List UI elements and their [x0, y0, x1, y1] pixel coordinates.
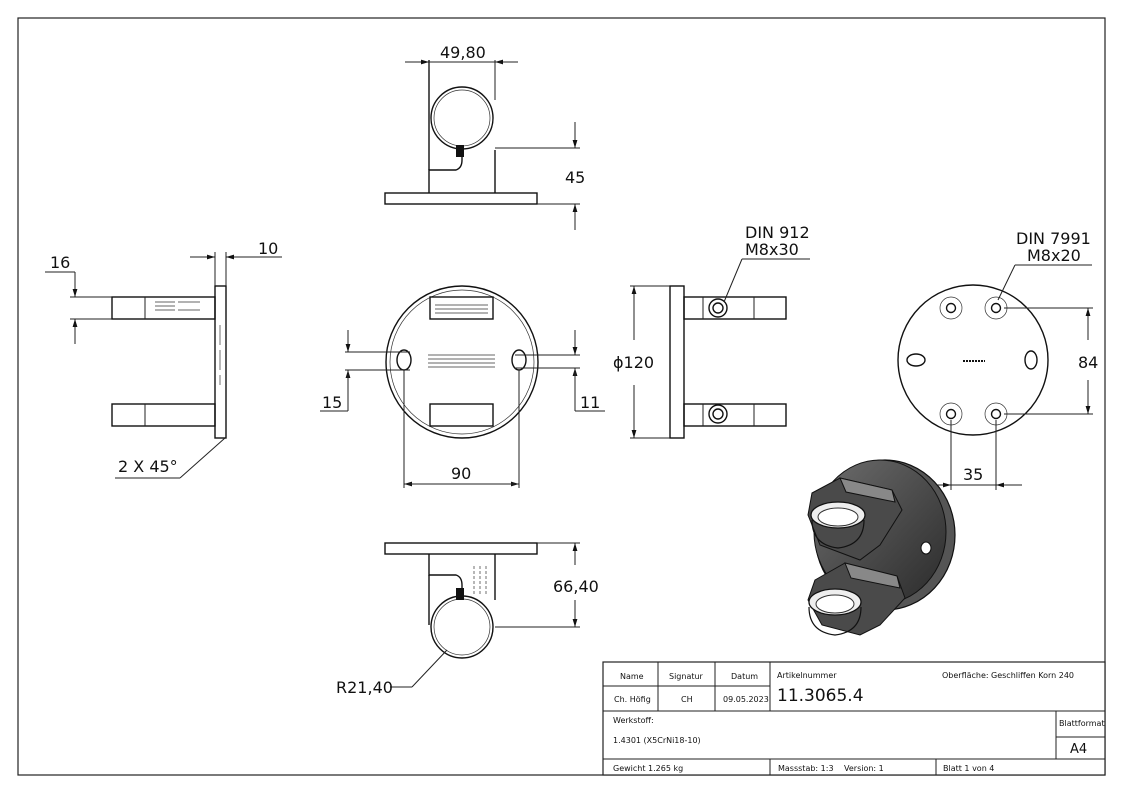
dim-right-diameter: ϕ120 [613, 353, 654, 372]
dim-top-height: 45 [565, 168, 585, 187]
value-signature: CH [681, 695, 693, 704]
label-screw-size: M8x30 [745, 240, 799, 259]
value-date: 09.05.2023 [723, 695, 769, 704]
value-scale: Massstab: 1:3 [778, 764, 834, 773]
left-side-view: 10 16 2 X 45° [45, 239, 282, 479]
front-view: 15 11 90 [320, 285, 605, 488]
dim-front-slot-small: 11 [580, 393, 600, 412]
dim-side-tube: 16 [50, 253, 70, 272]
value-material: 1.4301 (X5CrNi18-10) [613, 736, 701, 745]
label-countersunk-standard: DIN 7991 [1016, 229, 1091, 248]
value-version: Version: 1 [844, 764, 884, 773]
title-block: Name Signatur Datum Artikelnummer Oberfl… [602, 661, 1106, 776]
value-weight: Gewicht 1.265 kg [613, 764, 683, 773]
label-surface: Oberfläche: [942, 671, 989, 680]
label-signature: Signatur [669, 672, 704, 681]
label-article: Artikelnummer [777, 671, 837, 680]
top-view: 49,80 45 [384, 43, 585, 230]
rear-view: DIN 7991 M8x20 84 35 [897, 229, 1098, 490]
value-surface: Geschliffen Korn 240 [991, 671, 1074, 680]
value-format: A4 [1070, 742, 1087, 757]
dim-side-thickness: 10 [258, 239, 278, 258]
dim-hole-vertical: 84 [1078, 353, 1098, 372]
value-article: 11.3065.4 [777, 686, 864, 706]
label-material: Werkstoff: [613, 716, 654, 725]
dim-chamfer: 2 X 45° [118, 457, 178, 476]
drawing-frame [17, 17, 1106, 776]
label-date: Datum [731, 672, 758, 681]
dim-hole-horizontal: 35 [963, 465, 983, 484]
bottom-view: 66,40 R21,40 [336, 542, 599, 697]
dim-top-width: 49,80 [440, 43, 486, 62]
label-name: Name [620, 672, 644, 681]
label-countersunk-size: M8x20 [1027, 246, 1081, 265]
dim-radius: R21,40 [336, 678, 393, 697]
value-name: Ch. Höfig [614, 695, 651, 704]
label-format: Blattformat [1059, 719, 1105, 728]
dim-front-spacing: 90 [451, 464, 471, 483]
label-screw-standard: DIN 912 [745, 223, 810, 242]
dim-bottom-height: 66,40 [553, 577, 599, 596]
value-sheet: Blatt 1 von 4 [943, 764, 994, 773]
isometric-view [807, 459, 956, 636]
dim-front-slot-height: 15 [322, 393, 342, 412]
right-side-view: ϕ120 DIN 912 M8x30 [613, 223, 810, 439]
